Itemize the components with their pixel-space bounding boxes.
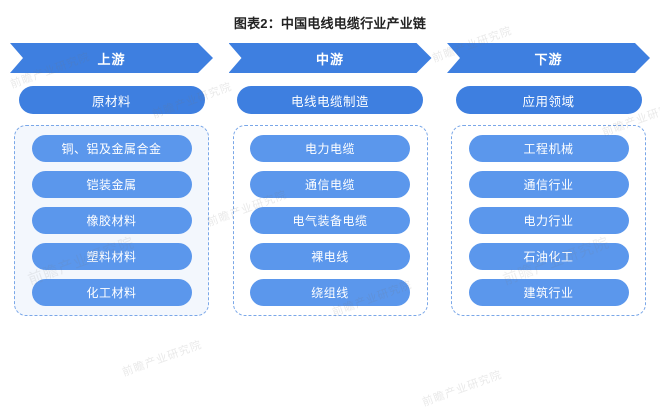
watermark: 前瞻产业研究院 xyxy=(120,338,204,379)
chart-title: 图表2：中国电线电缆行业产业链 xyxy=(233,16,427,31)
stage-head-label: 电线电缆制造 xyxy=(237,86,423,114)
chain-item: 通信电缆 xyxy=(250,171,410,198)
chain-item: 电气装备电缆 xyxy=(250,207,410,234)
chain-item: 铜、铝及金属合金 xyxy=(31,135,192,162)
chain-item: 化工材料 xyxy=(31,279,192,306)
chain-item: 铠装金属 xyxy=(31,171,192,198)
industry-chain-columns: 上游原材料铜、铝及金属合金铠装金属橡胶材料塑料材料化工材料中游电线电缆制造电力电… xyxy=(0,43,660,316)
chain-item: 石油化工 xyxy=(468,243,629,270)
stage-item-group: 铜、铝及金属合金铠装金属橡胶材料塑料材料化工材料 xyxy=(14,125,209,316)
chain-column: 下游应用领域工程机械通信行业电力行业石油化工建筑行业 xyxy=(447,43,650,316)
chain-item: 工程机械 xyxy=(468,135,629,162)
chain-item: 电力行业 xyxy=(468,207,629,234)
chain-item: 塑料材料 xyxy=(31,243,192,270)
watermark: 前瞻产业研究院 xyxy=(420,368,504,409)
chain-column: 中游电线电缆制造电力电缆通信电缆电气装备电缆裸电线绕组线 xyxy=(228,43,432,316)
chain-item: 绕组线 xyxy=(250,279,410,306)
chain-item: 裸电线 xyxy=(250,243,410,270)
chain-item: 电力电缆 xyxy=(250,135,410,162)
chain-item: 橡胶材料 xyxy=(31,207,192,234)
stage-banner: 中游 xyxy=(228,43,432,73)
stage-banner: 下游 xyxy=(447,43,650,73)
chain-column: 上游原材料铜、铝及金属合金铠装金属橡胶材料塑料材料化工材料 xyxy=(10,43,213,316)
stage-head-label: 应用领域 xyxy=(455,86,642,114)
stage-item-group: 工程机械通信行业电力行业石油化工建筑行业 xyxy=(451,125,646,316)
stage-banner: 上游 xyxy=(10,43,213,73)
stage-item-group: 电力电缆通信电缆电气装备电缆裸电线绕组线 xyxy=(232,125,428,316)
chain-item: 通信行业 xyxy=(468,171,629,198)
stage-head-label: 原材料 xyxy=(18,86,205,114)
chain-item: 建筑行业 xyxy=(468,279,629,306)
